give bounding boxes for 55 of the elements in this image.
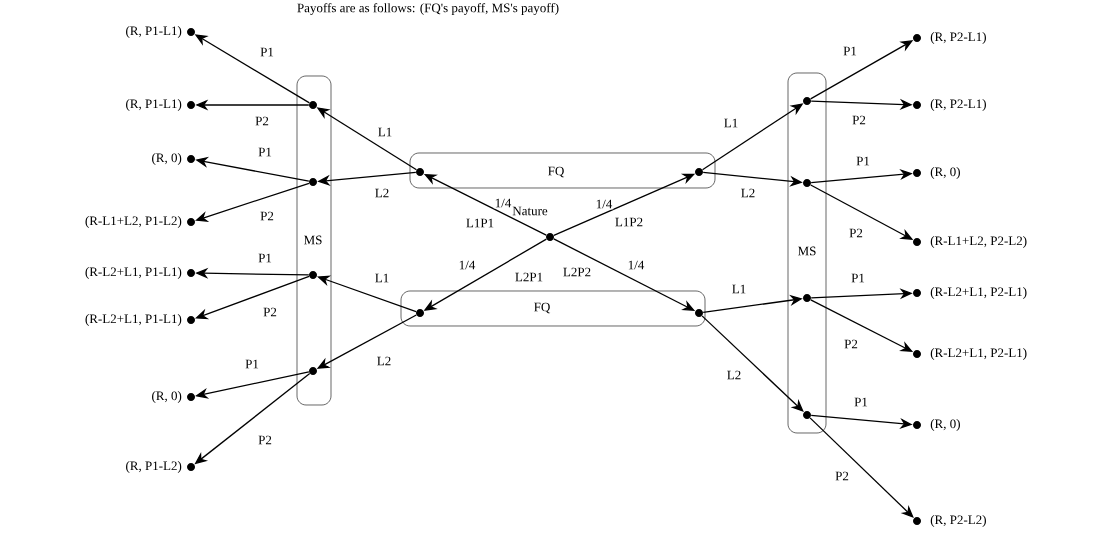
strategy-label: L1P1 (464, 217, 496, 229)
edge-label: L1 (373, 272, 391, 284)
edge-label: 1/4 (626, 259, 646, 271)
edge-label: P2 (848, 227, 864, 239)
edge-label: P1 (853, 396, 869, 408)
payoff-label: (R-L2+L1, P1-L1) (85, 314, 182, 326)
edge-label: P1 (257, 146, 273, 158)
information-set-band: MS (787, 72, 827, 434)
edge-label: P2 (254, 115, 270, 127)
payoff-label: (R, P2-L1) (930, 32, 986, 44)
payoff-label: (R-L1+L2, P2-L2) (930, 236, 1027, 248)
payoff-label: (R, 0) (930, 419, 960, 431)
edge-label: P1 (259, 46, 275, 58)
payoff-label: (R-L2+L1, P1-L1) (85, 267, 182, 279)
payoff-label: (R, P1-L1) (126, 99, 182, 111)
payoff-label: (R, P1-L1) (126, 26, 182, 38)
strategy-label: L2P2 (561, 266, 593, 278)
edge-label: P2 (257, 434, 273, 446)
payoff-label: (R, P2-L1) (930, 99, 986, 111)
payoff-label: (R, 0) (930, 167, 960, 179)
edge-label: L2 (373, 187, 391, 199)
edge-label: P1 (257, 252, 273, 264)
edge-label: P2 (834, 470, 850, 482)
edge-label: L1 (722, 117, 740, 129)
edge-label: L2 (725, 369, 743, 381)
edge-label: P1 (855, 155, 871, 167)
edge-label: L2 (739, 187, 757, 199)
strategy-label: L1P2 (613, 216, 645, 228)
edge-label: P2 (259, 210, 275, 222)
edge-label: P2 (851, 114, 867, 126)
payoff-label: (R-L2+L1, P2-L1) (930, 287, 1027, 299)
payoff-label: (R, P2-L2) (930, 515, 986, 527)
edge-label: 1/4 (594, 198, 614, 210)
arrow (195, 182, 310, 222)
payoff-label: (R, 0) (152, 391, 182, 403)
title: Payoffs are as follows: (FQ's payoff, MS's payoff) (297, 3, 559, 15)
payoff-label: (R, P1-L2) (126, 461, 182, 473)
payoff-label: (R-L1+L2, P1-L2) (85, 216, 182, 228)
edge-label: P2 (843, 338, 859, 350)
payoff-label: (R-L2+L1, P2-L1) (930, 348, 1027, 360)
edge-label: L2 (375, 355, 393, 367)
information-set-band: MS (296, 75, 332, 406)
edge-label: P1 (850, 272, 866, 284)
payoff-label: (R, 0) (152, 153, 182, 165)
edge-label: P1 (842, 45, 858, 57)
information-set-band: FQ (400, 290, 706, 327)
edge-label: 1/4 (457, 259, 477, 271)
strategy-label: L2P1 (513, 271, 545, 283)
edge-label: P2 (262, 306, 278, 318)
edge-label: P1 (244, 358, 260, 370)
edge-label: L1 (376, 126, 394, 138)
edge-label: L1 (730, 283, 748, 295)
information-set-band: FQ (409, 152, 716, 189)
edge-label: 1/4 (493, 197, 513, 209)
node-label: Nature (512, 206, 548, 216)
